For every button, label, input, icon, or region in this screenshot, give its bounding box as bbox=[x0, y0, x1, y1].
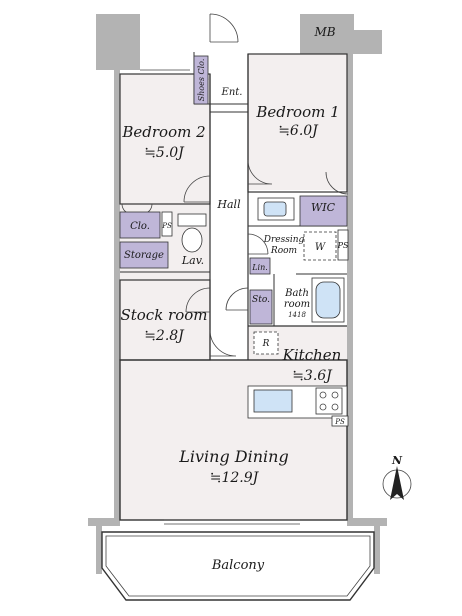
storage-blocks bbox=[119, 55, 348, 325]
lavatory-label: Lav. bbox=[181, 254, 204, 267]
interior-walls bbox=[119, 52, 348, 521]
bedroom2-area: ≒5.0J bbox=[144, 145, 185, 161]
dressing-room-line1: Dressing bbox=[263, 235, 305, 245]
storage-small-block bbox=[249, 289, 273, 325]
fixtures bbox=[161, 197, 349, 427]
bath-room-size: 1418 bbox=[288, 311, 306, 319]
bedroom1-name: Bedroom 1 bbox=[255, 103, 339, 121]
windows bbox=[140, 69, 300, 525]
bath-room-line2: room bbox=[284, 299, 310, 310]
dressing-room-line2: Room bbox=[270, 246, 297, 256]
closet-label: Clo. bbox=[130, 221, 150, 232]
living-dining-area: ≒12.9J bbox=[210, 470, 260, 486]
stock-room-area: ≒2.8J bbox=[144, 328, 185, 344]
storage-small-label: Sto. bbox=[252, 295, 270, 305]
closet-block bbox=[119, 211, 161, 239]
north-label: N bbox=[391, 454, 403, 467]
bedroom2-name: Bedroom 2 bbox=[121, 123, 205, 141]
mb-label: MB bbox=[313, 25, 335, 39]
wic-label: WIC bbox=[311, 201, 336, 214]
linen-block bbox=[249, 257, 271, 275]
wic-block bbox=[299, 195, 348, 227]
balcony-name: Balcony bbox=[211, 558, 265, 573]
ps-label-kitchen: PS bbox=[334, 418, 345, 426]
kitchen-name: Kitchen bbox=[282, 346, 342, 364]
shoes-closet bbox=[193, 55, 209, 105]
living-dining-name: Living Dining bbox=[178, 447, 288, 466]
storage-label: Storage bbox=[124, 250, 164, 261]
stock-room-name: Stock room bbox=[120, 306, 207, 324]
shoes-closet-label: Shoes Clo. bbox=[197, 59, 206, 102]
ps-label-left: PS bbox=[161, 222, 172, 230]
balcony-area bbox=[101, 531, 375, 601]
kitchen-area: ≒3.6J bbox=[292, 368, 333, 384]
ps-label-right: PS bbox=[337, 241, 349, 250]
washer-label: W bbox=[315, 242, 326, 253]
bath-room-line1: Bath bbox=[284, 288, 309, 299]
refrigerator-label: R bbox=[262, 339, 270, 349]
bedroom1-area: ≒6.0J bbox=[278, 123, 319, 139]
north-arrow bbox=[382, 466, 412, 500]
linen-label: Lin. bbox=[251, 263, 268, 272]
entrance-label: Ent. bbox=[221, 87, 243, 98]
storage-block bbox=[119, 241, 169, 269]
structural-walls bbox=[88, 14, 387, 574]
hall-label: Hall bbox=[216, 198, 241, 211]
door-swings bbox=[121, 13, 349, 357]
